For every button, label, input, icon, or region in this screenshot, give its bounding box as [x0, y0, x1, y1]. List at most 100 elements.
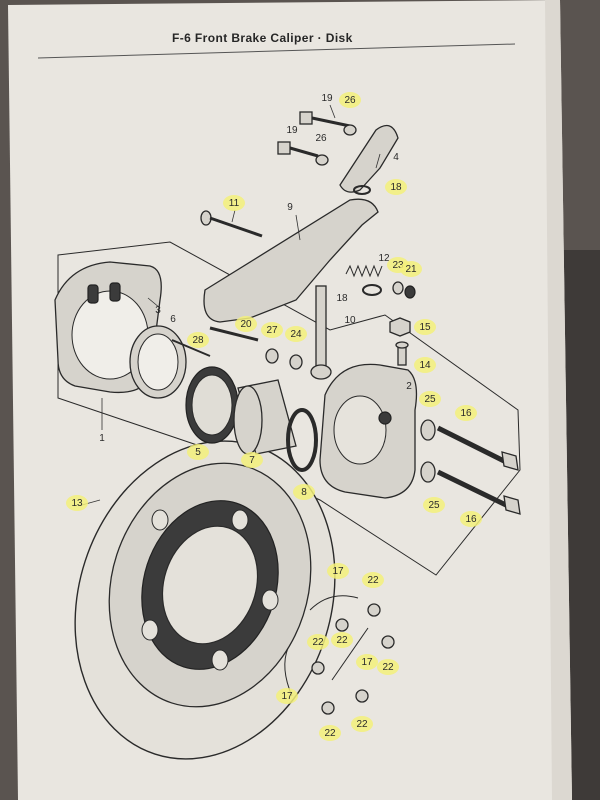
- callout-c21: 21: [400, 261, 422, 277]
- diagram-title: F-6 Front Brake Caliper · Disk: [172, 31, 353, 45]
- callout-number: 17: [361, 657, 373, 668]
- washer-27: [265, 348, 279, 364]
- callout-c22e: 22: [319, 725, 341, 741]
- highlight-mark: [327, 563, 349, 579]
- callout-c1: 1: [99, 433, 105, 444]
- callout-number: 9: [287, 202, 293, 213]
- callout-c22a: 22: [362, 572, 384, 588]
- callout-c16b: 16: [460, 511, 482, 527]
- callout-c6: 6: [170, 314, 176, 325]
- callout-c2: 2: [406, 381, 412, 392]
- callout-number: 22: [324, 728, 336, 739]
- callout-c19a: 19: [321, 93, 333, 104]
- callout-number: 26: [315, 133, 327, 144]
- highlight-mark: [460, 511, 482, 527]
- callout-c22f: 22: [351, 716, 373, 732]
- callout-number: 24: [290, 329, 302, 340]
- callout-c13: 13: [66, 495, 88, 511]
- callout-number: 21: [405, 264, 417, 275]
- highlight-mark: [261, 322, 283, 338]
- washer-25-upper: [420, 419, 436, 441]
- bleeder-cap: [389, 317, 411, 337]
- callout-c28: 28: [187, 332, 209, 348]
- highlight-mark: [414, 357, 436, 373]
- callout-number: 22: [382, 662, 394, 673]
- callout-c25a: 25: [419, 391, 441, 407]
- callout-number: 12: [378, 253, 390, 264]
- pin: [171, 339, 211, 357]
- callout-c27: 27: [261, 322, 283, 338]
- callout-c18a: 18: [385, 179, 407, 195]
- highlight-mark: [66, 495, 88, 511]
- callout-number: 22: [312, 637, 324, 648]
- highlight-mark: [423, 497, 445, 513]
- callout-c26a: 26: [339, 92, 361, 108]
- callout-c5: 5: [187, 444, 209, 460]
- callout-c4: 4: [393, 152, 399, 163]
- callout-c22d: 22: [377, 659, 399, 675]
- highlight-mark: [362, 572, 384, 588]
- washer-24: [289, 354, 303, 370]
- callout-number: 7: [249, 455, 255, 466]
- washer-23: [392, 281, 404, 295]
- piston-seal: [185, 366, 239, 444]
- bolt-19-lower: [277, 141, 319, 158]
- caliper-bracket: [203, 198, 379, 323]
- highlight-mark: [293, 484, 315, 500]
- callout-number: 3: [155, 305, 161, 316]
- bleeder-screw: [395, 341, 409, 366]
- washer-26-upper: [343, 124, 357, 136]
- nut-21: [404, 285, 416, 299]
- callout-c22b: 22: [331, 632, 353, 648]
- o-ring-18-upper: [353, 185, 371, 195]
- highlight-mark: [223, 195, 245, 211]
- callout-c16a: 16: [455, 405, 477, 421]
- highlight-mark: [319, 725, 341, 741]
- callout-c10: 10: [344, 315, 356, 326]
- callout-c8: 8: [293, 484, 315, 500]
- callout-c12: 12: [378, 253, 390, 264]
- bolt-16-upper: [436, 425, 519, 471]
- callout-number: 5: [195, 447, 201, 458]
- long-bolt-11: [200, 210, 263, 238]
- callout-number: 25: [428, 500, 440, 511]
- callout-number: 20: [240, 319, 252, 330]
- callout-number: 22: [336, 635, 348, 646]
- callout-number: 6: [170, 314, 176, 325]
- highlight-mark: [276, 688, 298, 704]
- spring: [345, 264, 383, 278]
- callout-c22c: 22: [307, 634, 329, 650]
- callout-number: 19: [286, 125, 298, 136]
- callout-number: 18: [336, 293, 348, 304]
- callout-c3: 3: [155, 305, 161, 316]
- pivot-shaft: [310, 285, 332, 380]
- callout-number: 28: [192, 335, 204, 346]
- callout-c25b: 25: [423, 497, 445, 513]
- callout-c11: 11: [223, 195, 245, 211]
- callout-c20: 20: [235, 316, 257, 332]
- highlight-mark: [241, 452, 263, 468]
- callout-c17a: 17: [327, 563, 349, 579]
- bolt-19-upper: [299, 111, 351, 128]
- highlight-mark: [339, 92, 361, 108]
- brake-pad: [129, 325, 187, 399]
- callout-c17b: 17: [356, 654, 378, 670]
- highlight-mark: [331, 632, 353, 648]
- callout-number: 10: [344, 315, 356, 326]
- highlight-mark: [419, 391, 441, 407]
- callout-number: 16: [460, 408, 472, 419]
- callout-number: 13: [71, 498, 83, 509]
- highlight-mark: [187, 332, 209, 348]
- o-ring: [286, 408, 318, 472]
- washer-26-lower: [315, 154, 329, 166]
- callout-number: 17: [281, 691, 293, 702]
- washer-25-lower: [420, 461, 436, 483]
- callout-number: 26: [344, 95, 356, 106]
- callout-c15: 15: [414, 319, 436, 335]
- highlight-mark: [385, 179, 407, 195]
- callout-number: 18: [390, 182, 402, 193]
- callout-c9: 9: [287, 202, 293, 213]
- callout-c14: 14: [414, 357, 436, 373]
- callout-c17c: 17: [276, 688, 298, 704]
